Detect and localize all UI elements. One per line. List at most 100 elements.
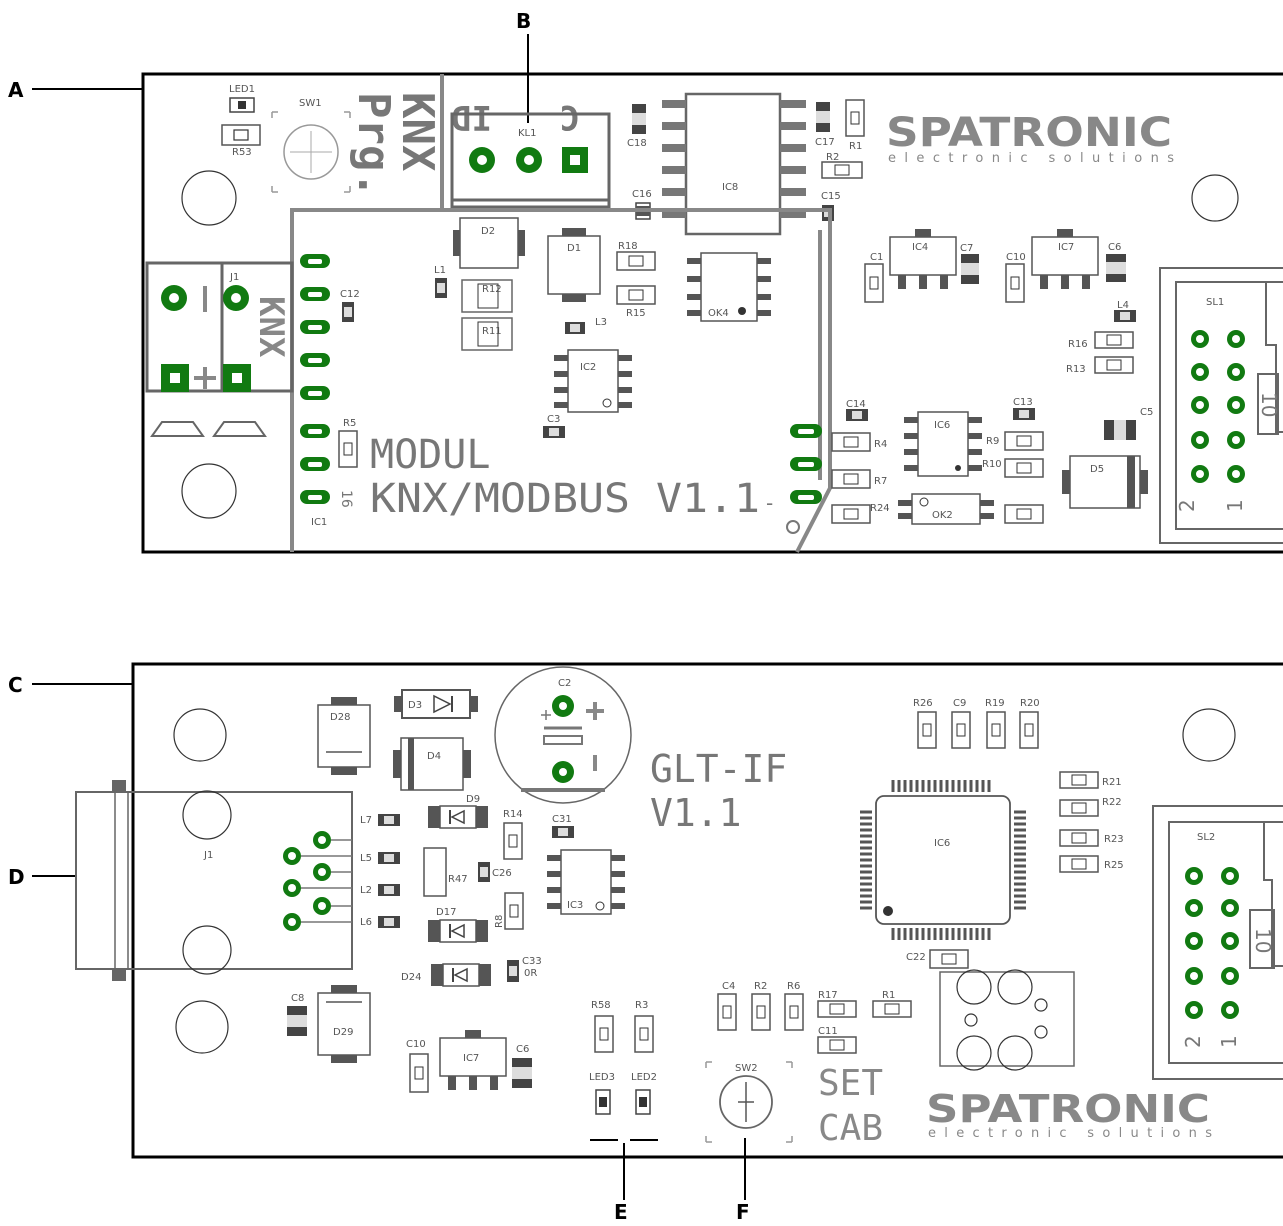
label-knx-vertical: KNX <box>392 92 443 171</box>
label-ok4: OK4 <box>708 308 729 319</box>
label-c22: C22 <box>906 952 926 963</box>
label-r6: R6 <box>787 981 800 992</box>
chip-ok2: OK2 <box>898 493 994 525</box>
label-c26: C26 <box>492 868 512 879</box>
label-l4: L4 <box>1117 300 1129 311</box>
label-l5: L5 <box>360 853 372 864</box>
mounting-hole <box>173 708 227 762</box>
label-l7: L7 <box>360 815 372 826</box>
label-r2-b2: R2 <box>754 981 767 992</box>
label-c33: C33 <box>522 956 542 967</box>
label-r25: R25 <box>1104 860 1124 871</box>
board-glt-if: J1 D28 D3 D4 <box>75 662 1283 1159</box>
label-pin10-b2: 10 <box>1251 928 1275 953</box>
callout-e: E <box>590 1139 658 1224</box>
label-c15: C15 <box>821 191 841 202</box>
label-c2: C2 <box>558 678 571 689</box>
label-r11: R11 <box>482 326 502 337</box>
label-pin16: 16 <box>338 490 354 508</box>
label-r58: R58 <box>591 1000 611 1011</box>
callout-b: B <box>516 9 531 123</box>
label-r53: R53 <box>232 147 252 158</box>
label-ic8: IC8 <box>722 182 738 193</box>
label-c5: C5 <box>1140 407 1153 418</box>
label-sl2: SL2 <box>1197 832 1215 843</box>
label-c: C <box>560 97 580 137</box>
diode-d2: D2 <box>453 217 525 269</box>
header-ic1: IC1 16 <box>300 254 354 528</box>
label-r14: R14 <box>503 809 523 820</box>
board-title-line2: V1.1 <box>650 791 742 835</box>
label-ic2: IC2 <box>580 362 596 373</box>
callout-d: D <box>8 865 76 889</box>
diode-d5: D5 <box>1062 455 1148 509</box>
label-knx-terminal: KNX <box>251 296 291 358</box>
label-ic4: IC4 <box>912 242 928 253</box>
label-c11: C11 <box>818 1026 838 1037</box>
callout-a: A <box>8 78 143 102</box>
mounting-hole <box>181 170 237 226</box>
button-sw2: SW2 <box>705 1061 793 1143</box>
label-c4: C4 <box>722 981 735 992</box>
label-r15: R15 <box>626 308 646 319</box>
label-c3: C3 <box>547 414 560 425</box>
brand-logo: SPATRONIC electronic solutions <box>886 110 1174 166</box>
diode-d24 <box>431 963 491 987</box>
label-r8: R8 <box>494 915 505 928</box>
diode-d3: D3 <box>394 689 478 719</box>
diode-d1: D1 <box>547 228 601 302</box>
chip-ok4: OK4 <box>687 252 771 322</box>
label-c10-b2: C10 <box>406 1039 426 1050</box>
label-r21: R21 <box>1102 777 1122 788</box>
label-pin1-b2: 1 <box>1217 1035 1241 1048</box>
label-d2: D2 <box>481 226 495 237</box>
label-ic3: IC3 <box>567 900 583 911</box>
chip-ic6-board1: IC6 <box>904 411 982 477</box>
connector-j1-rj: J1 <box>75 780 353 981</box>
label-r17: R17 <box>818 990 838 1001</box>
label-sw1: SW1 <box>299 98 322 109</box>
module-title-line2: KNX/MODBUS V1.1 <box>370 476 760 522</box>
regulator-ic4: IC4 <box>889 229 957 289</box>
label-ic6-b1: IC6 <box>934 420 950 431</box>
brand-text: SPATRONIC <box>886 110 1172 156</box>
connector-sl2: SL2 2 1 10 <box>1152 805 1283 1080</box>
callout-c-letter: C <box>8 673 23 697</box>
label-r18: R18 <box>618 241 638 252</box>
label-led2: LED2 <box>631 1072 657 1083</box>
label-d29: D29 <box>333 1027 353 1038</box>
diode-d29: D29 <box>317 985 371 1063</box>
label-pin10: 10 <box>1257 392 1281 417</box>
chip-ic6-qfp: IC6 <box>860 780 1026 940</box>
label-c1: C1 <box>870 252 883 263</box>
label-l1: L1 <box>434 265 446 276</box>
label-set: SET <box>818 1063 883 1104</box>
label-r26: R26 <box>913 698 933 709</box>
label-c14: C14 <box>846 399 866 410</box>
mounting-hole <box>1182 708 1236 762</box>
label-l6: L6 <box>360 917 372 928</box>
brand-text-b2: SPATRONIC <box>926 1087 1210 1131</box>
mounting-hole <box>181 463 237 519</box>
mounting-hole <box>1191 174 1239 222</box>
label-id: ID <box>451 97 492 137</box>
label-r2: R2 <box>826 152 839 163</box>
label-ic7: IC7 <box>1058 242 1074 253</box>
crystal-block <box>939 969 1075 1071</box>
label-led3: LED3 <box>589 1072 615 1083</box>
regulator-ic7-b2: IC7 <box>439 1030 507 1090</box>
label-c6-b2: C6 <box>516 1044 529 1055</box>
label-led1: LED1 <box>229 84 255 95</box>
diode-d9 <box>428 805 488 829</box>
diode-d28: D28 <box>317 697 371 775</box>
label-pin1: 1 <box>1223 499 1247 512</box>
regulator-ic7: IC7 <box>1031 229 1099 289</box>
label-r20: R20 <box>1020 698 1040 709</box>
label-d24: D24 <box>401 972 421 983</box>
label-r10: R10 <box>982 459 1002 470</box>
brand-logo-b2: SPATRONIC electronic solutions <box>926 1087 1212 1141</box>
label-d1: D1 <box>567 243 581 254</box>
label-pin2: 2 <box>1175 499 1199 512</box>
label-c31: C31 <box>552 814 572 825</box>
